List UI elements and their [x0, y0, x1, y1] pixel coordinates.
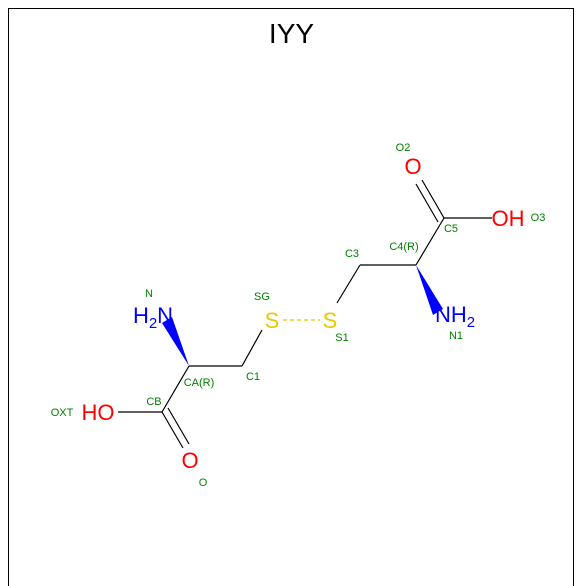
atom-name-oxt: OXT [51, 407, 74, 419]
wedge-ca-n [162, 317, 189, 366]
bonds [118, 179, 492, 449]
nh2-right-label: NH2 [435, 302, 475, 331]
wedge-c4-n1 [416, 265, 443, 315]
diagram-title: IYY [268, 18, 315, 49]
bond-c1-sg [241, 329, 263, 367]
atom-name-n1: N1 [449, 330, 463, 342]
atom-name-c1: C1 [246, 371, 260, 383]
element-labels: H2N NH2 HO OH O O S S [82, 154, 525, 473]
bond-cb-o-b [167, 407, 190, 445]
atom-name-c5: C5 [444, 223, 458, 235]
atom-name-n: N [145, 288, 153, 300]
s-right-label: S [323, 308, 338, 333]
atom-name-o: O [199, 477, 208, 489]
o-right-label: O [404, 154, 421, 179]
atom-names: N N1 SG S1 CA(R) C4(R) C1 C3 CB C5 OXT O… [51, 142, 546, 489]
atom-name-cb: CB [146, 396, 161, 408]
atom-name-o2: O2 [396, 142, 411, 154]
atom-name-sg: SG [254, 291, 270, 303]
ho-left-label: HO [82, 400, 115, 425]
atom-name-s1: S1 [335, 332, 348, 344]
oh-right-label: OH [492, 206, 525, 231]
s-left-label: S [265, 308, 280, 333]
bond-ca-cb [161, 365, 190, 413]
atom-name-ca: CA(R) [184, 377, 215, 389]
bond-c5-o2-a [421, 179, 445, 219]
bond-c5-o2-b [415, 183, 439, 223]
diagram-frame [8, 8, 574, 586]
atom-name-c4: C4(R) [389, 241, 418, 253]
o-left-label: O [181, 448, 198, 473]
bond-c4-c5 [415, 217, 445, 266]
atom-name-c3: C3 [345, 248, 359, 260]
bond-cb-o-a [161, 411, 184, 449]
h2n-left-label: H2N [133, 303, 173, 332]
atom-name-o3: O3 [531, 212, 546, 224]
bond-s1-c3 [336, 264, 361, 304]
